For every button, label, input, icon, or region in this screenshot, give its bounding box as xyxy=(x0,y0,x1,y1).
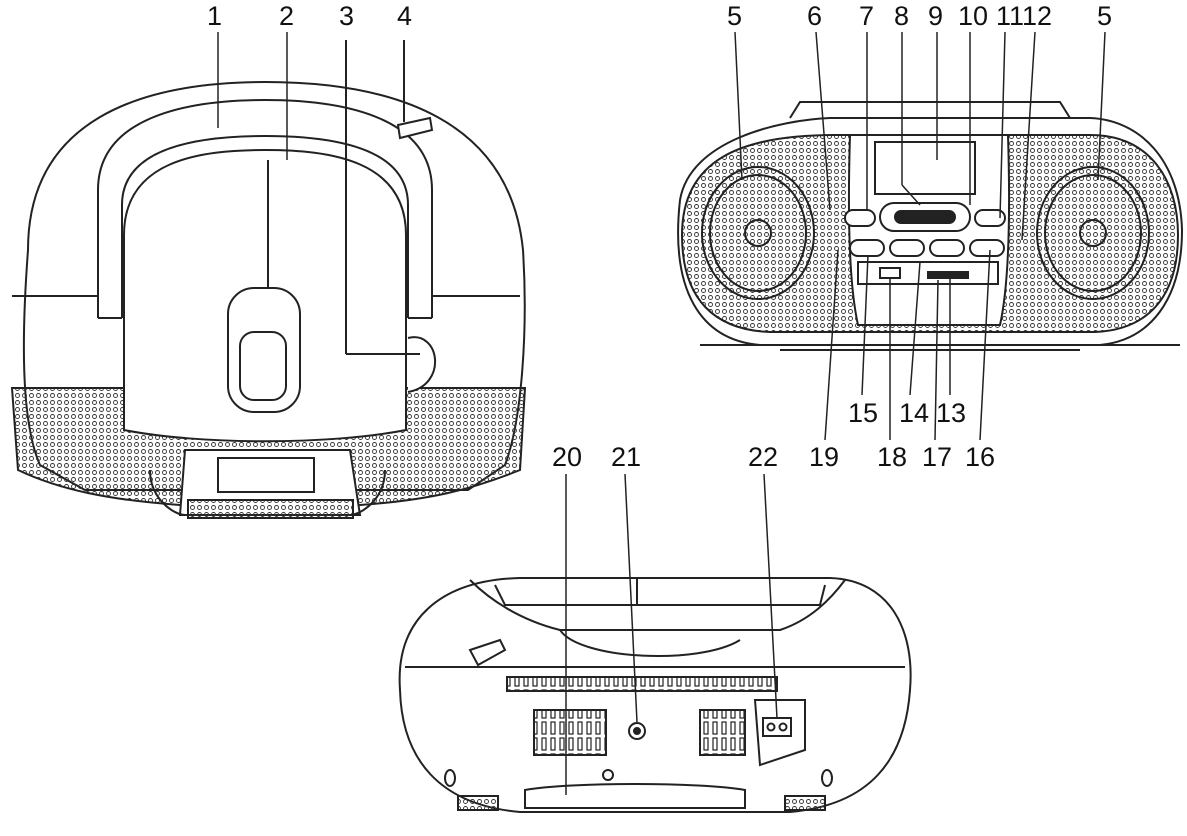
vent-row xyxy=(506,676,778,692)
callout-2: 2 xyxy=(279,1,294,31)
callout-20: 20 xyxy=(552,442,582,472)
top-view xyxy=(10,40,527,519)
lid-release xyxy=(407,336,436,393)
usb-port xyxy=(879,267,901,279)
callout-18: 18 xyxy=(877,442,907,472)
callout-11: 11 xyxy=(996,1,1024,31)
callout-17: 17 xyxy=(922,442,952,472)
front-body-outline xyxy=(677,117,1184,346)
callout-3: 3 xyxy=(339,1,354,31)
vent-right xyxy=(699,709,746,756)
callout-22: 22 xyxy=(748,442,778,472)
callout-15: 15 xyxy=(848,398,878,428)
rear-view xyxy=(398,577,912,813)
dc-jack xyxy=(628,722,646,740)
carry-handle xyxy=(97,98,433,318)
callout-12: 12 xyxy=(1022,1,1052,31)
callout-21: 21 xyxy=(611,442,641,472)
callout-5-left: 5 xyxy=(727,1,742,31)
speaker-right xyxy=(1036,166,1150,300)
callout-10: 10 xyxy=(958,1,988,31)
callout-4: 4 xyxy=(397,1,412,31)
callout-8: 8 xyxy=(894,1,909,31)
callout-7: 7 xyxy=(859,1,874,31)
top-display xyxy=(217,457,315,493)
top-buttons xyxy=(187,499,354,519)
lid-open-area xyxy=(227,287,301,413)
battery-door xyxy=(524,783,746,809)
speaker-left xyxy=(701,166,815,300)
callout-6: 6 xyxy=(807,1,822,31)
front-view xyxy=(677,101,1184,351)
rear-body-outline xyxy=(398,577,912,813)
callout-14: 14 xyxy=(899,398,929,428)
cd-lid xyxy=(123,148,407,443)
card-slot xyxy=(927,271,969,279)
antenna xyxy=(396,116,434,140)
callout-16: 16 xyxy=(965,442,995,472)
callout-9: 9 xyxy=(928,1,943,31)
vent-left xyxy=(533,709,607,756)
callout-13: 13 xyxy=(936,398,966,428)
front-display xyxy=(874,141,976,195)
callout-5-right: 5 xyxy=(1097,1,1112,31)
callout-19: 19 xyxy=(809,442,839,472)
callout-1: 1 xyxy=(207,1,222,31)
